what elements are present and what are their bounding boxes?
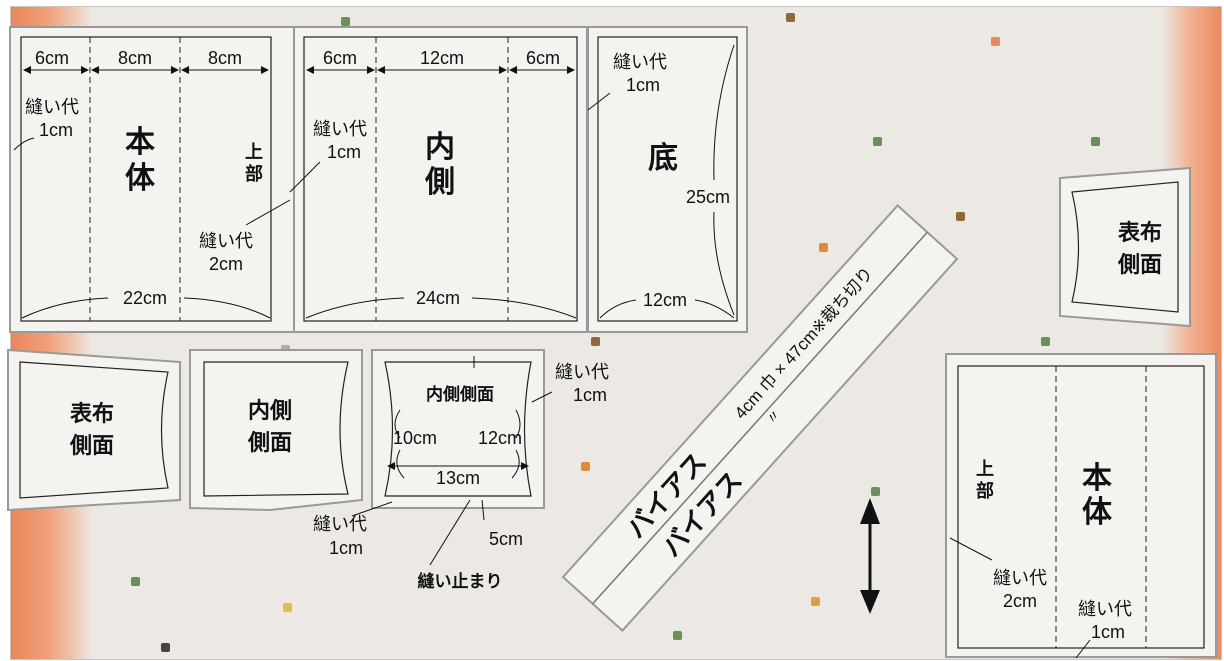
- fabric-motif: [871, 487, 880, 496]
- seam-allowance-value: 1cm: [39, 120, 73, 140]
- top-marker: 部: [245, 163, 263, 184]
- piece-title: 側面: [69, 433, 114, 458]
- dim-width: 22cm: [123, 288, 167, 308]
- piece-title: 側面: [247, 430, 292, 455]
- piece-title: 本: [1082, 462, 1112, 495]
- piece-title: 本: [125, 126, 155, 159]
- fabric-motif: [673, 631, 682, 640]
- seam-allowance-label: 縫い代: [313, 119, 367, 139]
- fabric-motif: [873, 137, 882, 146]
- piece-title: 内側側面: [426, 384, 494, 404]
- seam-allowance-label: 縫い代: [993, 568, 1047, 588]
- dim-right-height: 12cm: [478, 428, 522, 448]
- dim-width: 12cm: [643, 290, 687, 310]
- fabric-motif: [991, 37, 1000, 46]
- seam-allowance-label: 縫い代: [1078, 599, 1132, 619]
- piece-title: 底: [648, 142, 678, 175]
- dim-height: 25cm: [686, 187, 730, 207]
- dim-6cm: 6cm: [35, 48, 69, 68]
- top-marker: 上: [245, 142, 263, 162]
- piece-title: 体: [1082, 496, 1113, 529]
- dim-6cm: 6cm: [323, 48, 357, 68]
- top-marker: 部: [976, 480, 994, 501]
- dim-8cm: 8cm: [118, 48, 152, 68]
- dim-stop-offset: 5cm: [489, 529, 523, 549]
- piece-omote-sokumen-left: 表布 側面: [7, 348, 181, 512]
- fabric-motif: [1091, 137, 1100, 146]
- seam-allowance-label: 縫い代: [25, 97, 79, 117]
- seam-allowance-label: 縫い代: [613, 52, 667, 72]
- fabric-motif: [131, 577, 140, 586]
- fabric-motif: [1041, 337, 1050, 346]
- grainline-arrow: [860, 498, 880, 614]
- dim-12cm: 12cm: [420, 48, 464, 68]
- fabric-motif: [811, 597, 820, 606]
- seam-allowance-value: 1cm: [329, 538, 363, 558]
- seam-allowance-value: 1cm: [626, 75, 660, 95]
- seam-allowance-value: 1cm: [327, 142, 361, 162]
- piece-title: 体: [125, 162, 156, 195]
- seam-allowance-value: 1cm: [573, 385, 607, 405]
- piece-title: 表布: [1118, 220, 1162, 245]
- piece-title: 側: [424, 166, 455, 199]
- seam-allowance-label: 縫い代: [313, 514, 367, 534]
- piece-title: 表布: [70, 401, 114, 426]
- top-marker: 上: [976, 459, 994, 479]
- fabric-motif: [819, 243, 828, 252]
- piece-hontai-left: 6cm 8cm 8cm 縫い代 1cm 本 体 上 部 縫い代 2cm 22cm: [9, 26, 295, 333]
- dim-left-height: 10cm: [393, 428, 437, 448]
- seam-allowance-value: 1cm: [1091, 622, 1125, 642]
- fabric-motif: [283, 603, 292, 612]
- stitch-stop-label: 縫い止まり: [418, 571, 503, 591]
- piece-title: 内側: [248, 398, 292, 423]
- dim-width: 13cm: [436, 468, 480, 488]
- seam-allowance-value: 2cm: [1003, 591, 1037, 611]
- seam-allowance-value: 2cm: [209, 254, 243, 274]
- fabric-motif: [341, 17, 350, 26]
- piece-title: 側面: [1117, 252, 1162, 277]
- dim-8cm: 8cm: [208, 48, 242, 68]
- piece-omote-sokumen-right: 表布 側面: [1059, 166, 1191, 328]
- piece-soko: 縫い代 1cm 底 25cm 12cm: [587, 26, 748, 333]
- piece-uchigawa: 6cm 12cm 6cm 縫い代 1cm 内 側 24cm: [289, 26, 588, 333]
- fabric-motif: [786, 13, 795, 22]
- piece-uchigawa-sokumen: 内側 側面: [189, 349, 363, 512]
- seam-allowance-label: 縫い代: [555, 362, 609, 382]
- fabric-motif: [581, 462, 590, 471]
- piece-hontai-right: 上 部 本 体 縫い代 2cm 縫い代 1cm: [945, 353, 1217, 659]
- piece-title: 内: [425, 131, 455, 164]
- seam-allowance-label: 縫い代: [199, 231, 253, 251]
- fabric-motif: [591, 337, 600, 346]
- piece-uchigawa-sokumen-detail: 内側側面 10cm 12cm 13cm 縫い代 1cm 縫い代 1cm 5cm …: [313, 349, 609, 591]
- dim-6cm: 6cm: [526, 48, 560, 68]
- dim-width: 24cm: [416, 288, 460, 308]
- fabric-motif: [161, 643, 170, 652]
- fabric-motif: [956, 212, 965, 221]
